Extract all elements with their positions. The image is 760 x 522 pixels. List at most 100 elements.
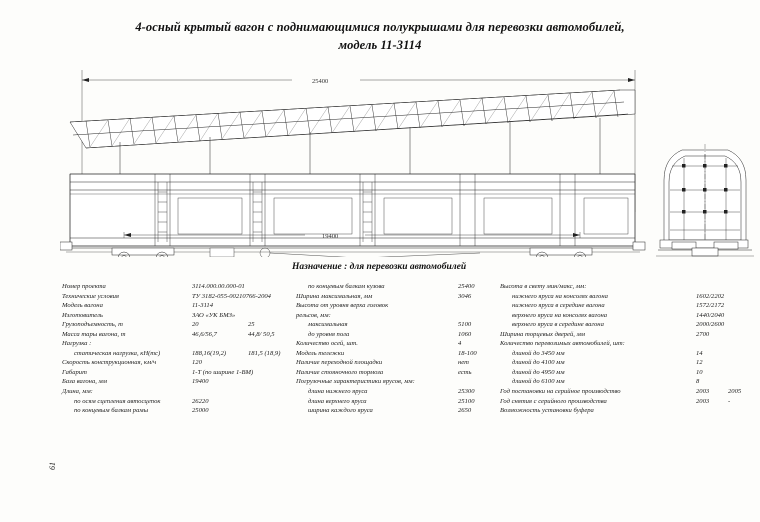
coupler-left <box>60 241 73 251</box>
spec-label: Масса тары вагона, т <box>62 330 126 338</box>
spec-value-primary: 2000/2600 <box>696 321 725 329</box>
spec-value-primary: 2003 <box>696 397 710 405</box>
coupler-right <box>632 241 646 251</box>
spec-label: длиной до 6100 мм <box>512 378 565 386</box>
spec-row: Нагрузка : <box>62 339 294 349</box>
spec-row: Наличие переходной площадки нет <box>296 358 496 368</box>
spec-value-primary: 11-3114 <box>192 302 213 310</box>
spec-label: по концевым балкам рамы <box>74 407 149 415</box>
spec-row: по концевым балкам кузова 25400 <box>296 282 496 292</box>
spec-value-primary: нет <box>458 359 469 367</box>
spec-value-primary: 1572/2172 <box>696 302 725 310</box>
spec-row: нижнего яруса на консолях вагона 1602/220… <box>500 292 752 302</box>
spec-label: до уровня пола <box>308 330 350 338</box>
spec-value-primary: 3046 <box>458 292 472 300</box>
spec-row: Высота от уровня верха головок <box>296 301 496 311</box>
spec-value-primary: 25300 <box>458 388 475 396</box>
spec-value-primary: 26220 <box>192 397 209 405</box>
spec-row: верхнего яруса в середине вагона 2000/260… <box>500 320 752 330</box>
spec-row: Количество осей, шт.4 <box>296 339 496 349</box>
spec-label: Габарит <box>62 368 87 376</box>
spec-value-secondary: 181,5 (18,9) <box>248 349 281 357</box>
spec-label: Нагрузка : <box>62 340 92 348</box>
underframe-and-bogies <box>60 241 646 257</box>
dimension-base-label: 19400 <box>322 233 338 240</box>
spec-label: длина верхнего яруса <box>308 397 367 405</box>
spec-row: Длина, мм: <box>62 387 294 397</box>
spec-value-primary: 2700 <box>696 330 710 338</box>
spec-label: Высота в свету мин/макс, мм: <box>500 283 587 290</box>
spec-label: Наличие стояночного тормоза <box>296 368 384 376</box>
spec-value-primary: 10 <box>696 368 703 376</box>
spec-label: длиной до 4950 мм <box>512 368 565 376</box>
spec-label: Наличие переходной площадки <box>296 359 383 367</box>
spec-value-primary: ТУ 3182-055-00210766-2004 <box>192 292 271 300</box>
spec-row: Модель вагона 11-3114 <box>62 301 294 311</box>
spec-label: по осям сцепления автосцепок <box>74 397 161 405</box>
spec-value-primary: 25400 <box>458 283 475 290</box>
spec-label: верхнего яруса в середине вагона <box>512 321 604 329</box>
bogie-left <box>111 247 175 257</box>
spec-value-primary: 14 <box>696 349 703 357</box>
car-body-side <box>69 173 636 247</box>
spec-label: Скорость конструкционная, км/ч <box>62 359 157 367</box>
spec-row: статическая нагрузка, кН(тс)188,16(19,2)… <box>62 349 294 359</box>
spec-label: Модель вагона <box>62 302 103 310</box>
spec-value-secondary: - <box>728 397 731 405</box>
spec-label: Изготовитель <box>62 311 103 319</box>
spec-label: Грузоподъемность, т <box>62 321 123 329</box>
spec-value-primary: 25100 <box>458 397 475 405</box>
spec-label: длиной до 3450 мм <box>512 349 565 357</box>
spec-value-primary: 1602/2202 <box>696 292 725 300</box>
title-line-1: 4-осный крытый вагон с поднимающимися по… <box>135 20 625 34</box>
spec-row: длиной до 6100 мм 8 <box>500 377 752 387</box>
spec-label: нижнего яруса на консолях вагона <box>512 292 608 300</box>
spec-label: База вагона, мм <box>62 378 107 386</box>
spec-label: по концевым балкам кузова <box>308 283 385 290</box>
spec-value-primary: 12 <box>696 359 703 367</box>
assignment-line: Назначение : для перевозки автомобилей <box>292 262 467 272</box>
page-title: 4-осный крытый вагон с поднимающимися по… <box>60 18 700 54</box>
spec-label: Номер проекта <box>62 283 106 290</box>
page-number: 61 <box>48 462 57 470</box>
spec-label: верхнего яруса на консолях вагона <box>512 311 608 319</box>
spec-label: максимальная <box>308 321 348 329</box>
spec-label: Погрузочные характеристики ярусов, мм: <box>296 378 415 386</box>
raised-half-roof <box>69 89 636 149</box>
spec-label: Год постановки на серийное производство <box>500 388 621 396</box>
spec-label: длина нижнего яруса <box>308 388 368 396</box>
spec-label: Длина, мм: <box>62 388 93 396</box>
spec-value-primary: 2650 <box>458 407 472 415</box>
spec-label: Высота от уровня верха головок <box>296 302 389 310</box>
spec-value-primary: 20 <box>192 321 199 329</box>
spec-value-secondary: 2005 <box>728 388 742 396</box>
spec-value-primary: 8 <box>696 378 700 386</box>
title-line-2: модель 11-3114 <box>338 38 422 53</box>
spec-row: Скорость конструкционная, км/ч 120 <box>62 358 294 368</box>
spec-value-primary: 120 <box>192 359 202 367</box>
spec-value-primary: есть <box>458 368 472 376</box>
spec-value-primary: 2003 <box>696 388 710 396</box>
spec-label: длиной до 4100 мм <box>512 359 565 367</box>
spec-row: длиной до 4100 мм 12 <box>500 358 752 368</box>
spec-label: Возможность установки буфера <box>500 407 594 415</box>
spec-row: длиной до 4950 мм 10 <box>500 368 752 378</box>
